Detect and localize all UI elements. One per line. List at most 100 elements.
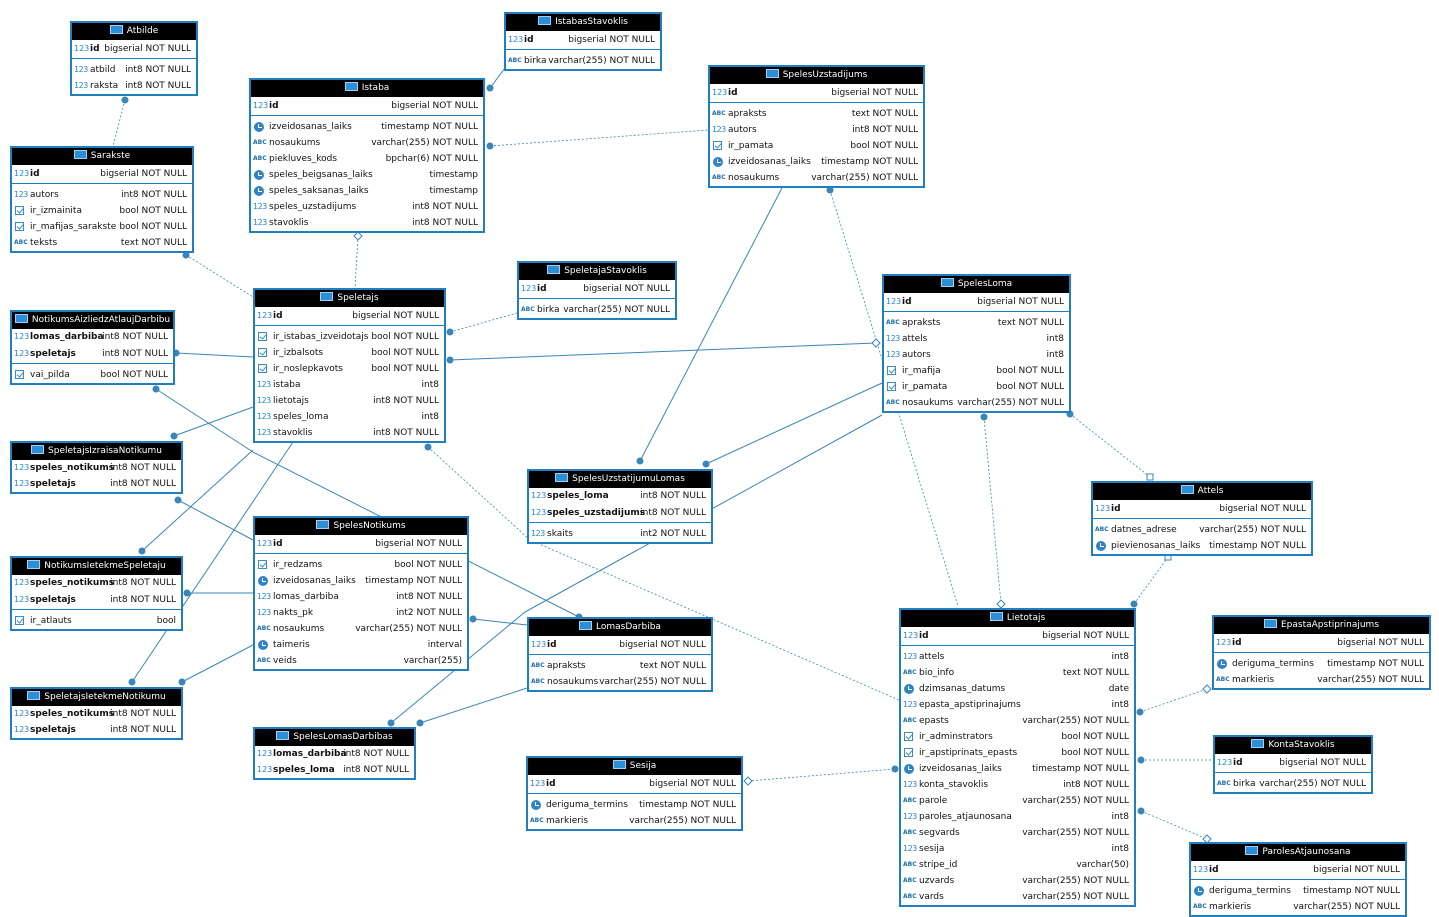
table-header[interactable]: ParolesAtjaunosana: [1191, 844, 1405, 861]
table-header[interactable]: EpastaApstiprinajums: [1214, 617, 1429, 634]
table-header[interactable]: SpelesUzstadijums: [710, 67, 923, 84]
table-header[interactable]: NotikumsAizliedzAtlaujDarbibu: [12, 312, 173, 329]
table-header[interactable]: SpelesLoma: [884, 276, 1069, 293]
table-header[interactable]: Istaba: [251, 80, 483, 97]
table-header[interactable]: NotikumsIetekmeSpeletaju: [12, 558, 181, 575]
table-header[interactable]: KontaStavoklis: [1215, 737, 1371, 754]
table-header[interactable]: Atbilde: [72, 23, 196, 40]
table-header[interactable]: SpeletajsIetekmeNotikumu: [12, 689, 181, 706]
table-header[interactable]: IstabasStavoklis: [506, 14, 660, 31]
table-header[interactable]: SpeletajsIzraisaNotikumu: [12, 443, 181, 460]
table-header[interactable]: Lietotajs: [901, 610, 1134, 627]
table-header[interactable]: Speletajs: [255, 290, 444, 307]
